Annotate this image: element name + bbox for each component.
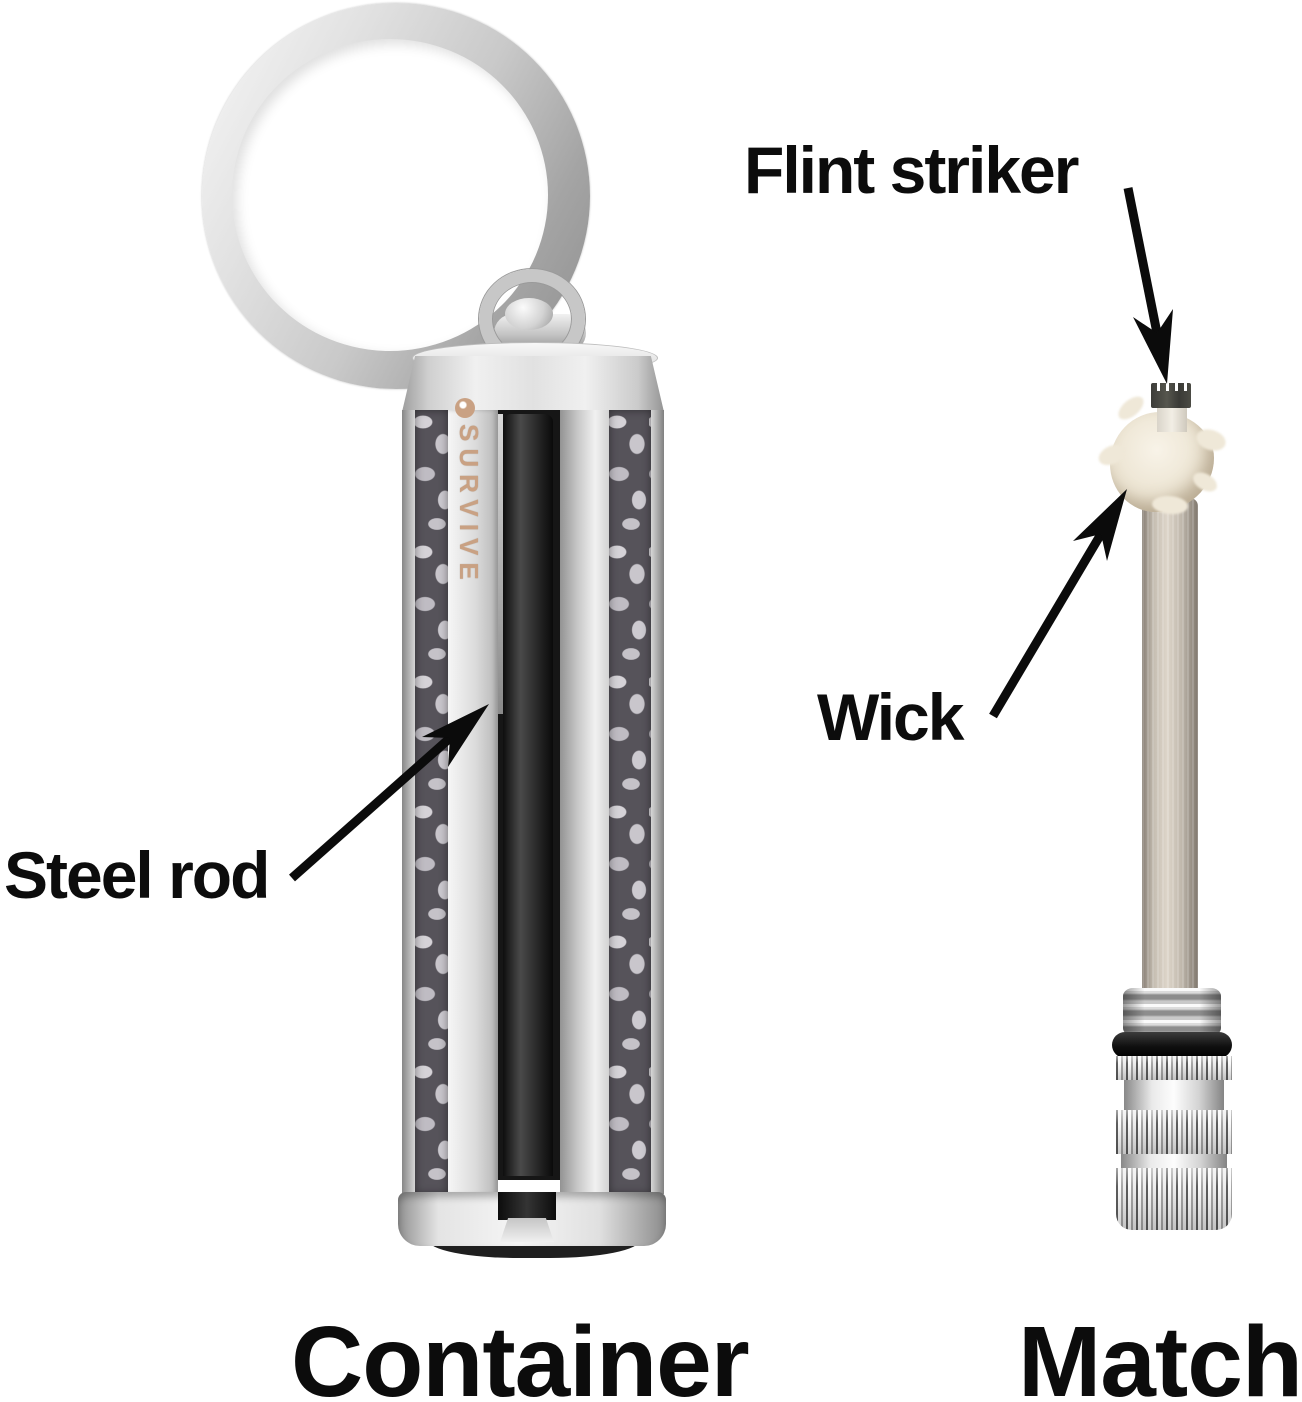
container-body (402, 410, 664, 1194)
o-ring (1112, 1032, 1232, 1058)
container-left-rail (448, 410, 498, 1194)
container-right-edge (651, 410, 664, 1194)
swivel-rivet (505, 298, 553, 330)
channel-highlight (498, 414, 503, 714)
flint-striker-label: Flint striker (744, 133, 1079, 207)
steel-rod (503, 414, 553, 1176)
match-rod-texture (1142, 498, 1198, 992)
knurled-cap-band (1116, 1056, 1232, 1080)
rod-channel-bottom (498, 1192, 556, 1220)
brand-text: SURVIVE (454, 424, 484, 587)
knurled-cap-band (1116, 1168, 1232, 1230)
cap-smooth-band (1121, 1154, 1227, 1168)
cap-smooth-band (1124, 1080, 1224, 1110)
match-caption: Match (1018, 1306, 1302, 1402)
match-rod (1142, 498, 1198, 992)
survive-logo-icon (455, 398, 475, 418)
flint-striker-serration (1151, 383, 1191, 391)
container-right-rail (560, 410, 609, 1194)
channel-anvil (500, 1218, 554, 1242)
screw-threads (1123, 988, 1221, 1036)
wick-arrow (989, 489, 1127, 719)
container-cap-shoulder (402, 356, 664, 412)
knurled-cap-band (1116, 1110, 1232, 1154)
screw-threads-shading (1123, 988, 1221, 1036)
textured-panel-left (415, 410, 448, 1194)
textured-panel-right (609, 410, 651, 1194)
wick-label: Wick (817, 680, 964, 754)
flint-striker-arrow (1123, 187, 1173, 384)
container-caption: Container (291, 1306, 750, 1402)
steel-rod-label: Steel rod (4, 838, 270, 912)
container-left-edge (402, 410, 415, 1194)
